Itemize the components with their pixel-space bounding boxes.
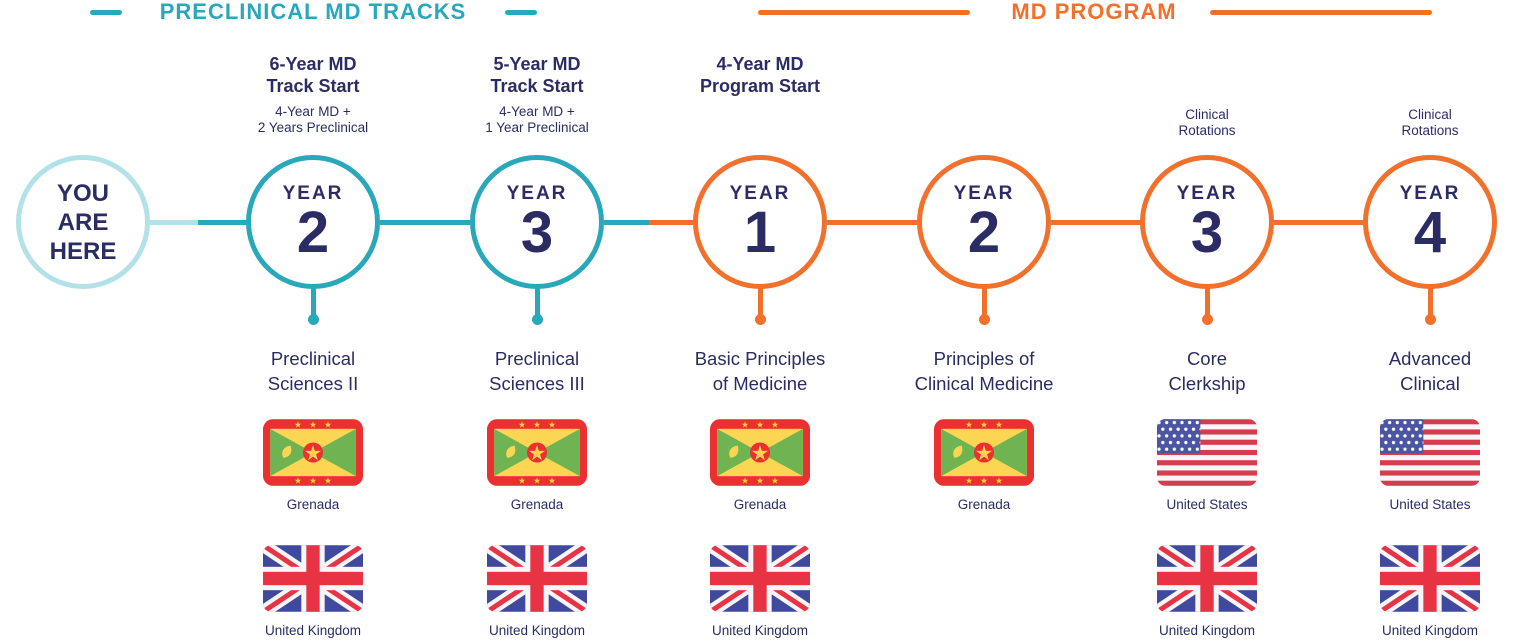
grenada-flag-icon (934, 419, 1034, 486)
node-pin-dot (754, 314, 766, 325)
flag-caption: United Kingdom (1158, 623, 1256, 638)
course-caption: Preclinical Sciences II (267, 348, 359, 394)
node-md-year-2: YEAR 2 Principles of Clinical Medicine G… (869, 0, 1099, 643)
course-caption: Basic Principles of Medicine (694, 348, 826, 394)
node-pin-dot (531, 314, 543, 325)
timeline-connector (1274, 220, 1364, 225)
clinical-rotations-label: Clinical Rotations (1401, 107, 1459, 138)
node-pin-dot (1201, 314, 1213, 325)
flag-caption: United States (1389, 497, 1471, 512)
you-are-here-label: YOU (56, 179, 109, 207)
node-pin (310, 288, 316, 317)
timeline-connector (649, 220, 694, 225)
node-pin (1427, 288, 1433, 317)
timeline-connector (198, 220, 247, 225)
timeline-connector (380, 220, 470, 225)
program-start-title: 4-Year MD Program Start (699, 54, 821, 96)
track-start-title: 5-Year MD Track Start (490, 54, 584, 96)
uk-flag-icon (263, 545, 363, 612)
course-caption: Advanced Clinical (1388, 348, 1472, 394)
year-circle: YEAR 2 (917, 155, 1051, 289)
node-md-year-3: Clinical Rotations YEAR 3 Core Clerkship… (1092, 0, 1322, 643)
flag-caption: Grenada (286, 497, 340, 512)
node-md-year-4: Clinical Rotations YEAR 4 Advanced Clini… (1315, 0, 1513, 643)
flag-caption: United Kingdom (264, 623, 362, 638)
year-circle: YEAR 3 (470, 155, 604, 289)
header-dash-left (90, 10, 122, 15)
grenada-flag-icon (710, 419, 810, 486)
flag-caption: Grenada (510, 497, 564, 512)
node-pin-dot (978, 314, 990, 325)
timeline-connector (827, 220, 917, 225)
uk-flag-icon (710, 545, 810, 612)
track-start-subtitle: 4-Year MD + 2 Years Preclinical (257, 104, 369, 135)
header-dash-right (505, 10, 537, 15)
course-caption: Principles of Clinical Medicine (914, 348, 1054, 394)
course-caption: Core Clerkship (1168, 348, 1246, 394)
year-circle: YEAR 2 (246, 155, 380, 289)
timeline-connector (1051, 220, 1141, 225)
start-node: YOU ARE HERE (0, 0, 198, 643)
grenada-flag-icon (487, 419, 587, 486)
node-preclinical-year-3: 5-Year MD Track Start 4-Year MD + 1 Year… (422, 0, 652, 643)
course-caption: Preclinical Sciences III (489, 348, 585, 394)
track-start-title: 6-Year MD Track Start (266, 54, 360, 96)
flag-caption: United Kingdom (711, 623, 809, 638)
you-are-here-label: HERE (49, 237, 117, 265)
flag-caption: United Kingdom (1381, 623, 1479, 638)
flag-caption: Grenada (733, 497, 787, 512)
preclinical-tracks-header: PRECLINICAL MD TRACKS (159, 0, 467, 24)
node-pin (534, 288, 540, 317)
you-are-here-label: ARE (57, 208, 109, 236)
uk-flag-icon (487, 545, 587, 612)
flag-caption: United Kingdom (488, 623, 586, 638)
md-program-header: MD PROGRAM (1011, 0, 1177, 24)
us-flag-icon (1157, 419, 1257, 486)
us-flag-icon (1380, 419, 1480, 486)
timeline-connector (150, 220, 198, 225)
flag-caption: Grenada (957, 497, 1011, 512)
node-pin (1204, 288, 1210, 317)
year-circle: YEAR 4 (1363, 155, 1497, 289)
track-start-subtitle: 4-Year MD + 1 Year Preclinical (485, 104, 589, 135)
uk-flag-icon (1157, 545, 1257, 612)
year-circle: YEAR 3 (1140, 155, 1274, 289)
node-pin-dot (1424, 314, 1436, 325)
node-pin-dot (307, 314, 319, 325)
node-preclinical-year-2: 6-Year MD Track Start 4-Year MD + 2 Year… (198, 0, 428, 643)
node-pin (981, 288, 987, 317)
node-pin (757, 288, 763, 317)
clinical-rotations-label: Clinical Rotations (1178, 107, 1236, 138)
node-md-year-1: 4-Year MD Program Start YEAR 1 Basic Pri… (645, 0, 875, 643)
timeline-connector (604, 220, 649, 225)
flag-caption: United States (1166, 497, 1248, 512)
uk-flag-icon (1380, 545, 1480, 612)
grenada-flag-icon (263, 419, 363, 486)
you-are-here-circle: YOU ARE HERE (16, 155, 150, 289)
header-line-left (758, 10, 970, 15)
year-circle: YEAR 1 (693, 155, 827, 289)
header-line-right (1210, 10, 1432, 15)
